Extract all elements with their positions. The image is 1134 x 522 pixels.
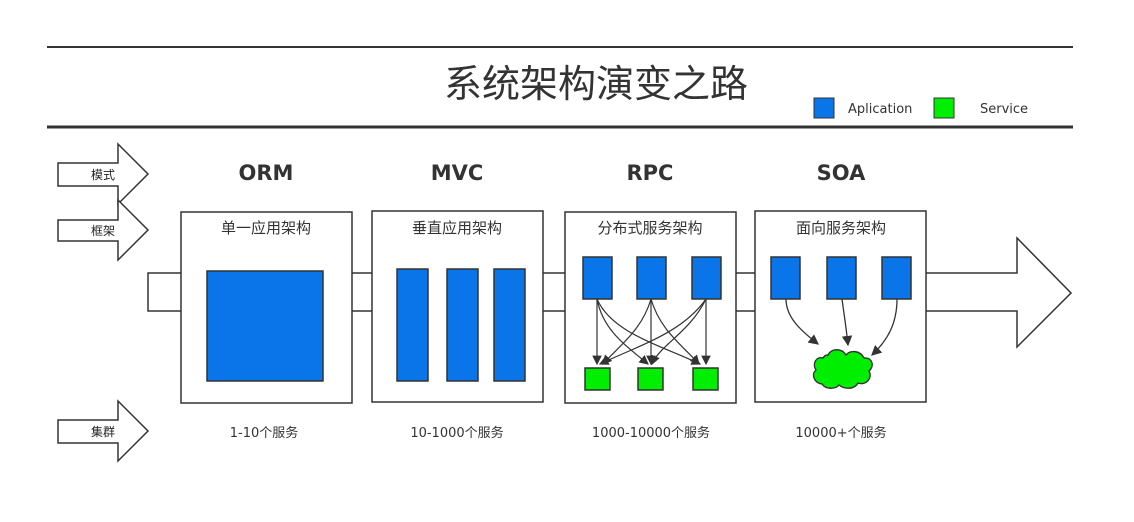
legend-service-swatch [933, 97, 955, 119]
rpc-service-block-2 [637, 367, 664, 391]
rpc-link-2-3 [650, 298, 700, 365]
legend: Aplication Service [813, 97, 1028, 119]
rpc-box-title: 分布式服务架构 [597, 219, 702, 237]
soa-link-1 [785, 298, 820, 345]
mvc-application-block-2 [446, 268, 479, 382]
orm-service-count: 1-10个服务 [230, 425, 299, 441]
soa-connectors [785, 298, 898, 356]
mvc-box-title: 垂直应用架构 [412, 219, 502, 237]
mode-label: 模式 [91, 168, 115, 182]
rpc-application-block-2 [636, 256, 667, 300]
rpc-application-block-3 [691, 256, 722, 300]
legend-service-label: Service [980, 102, 1028, 117]
soa-application-block-2 [826, 256, 857, 300]
left-cluster-arrow: 集群 [57, 399, 150, 463]
soa-link-3 [871, 298, 898, 356]
soa-service-count: 10000+个服务 [795, 425, 886, 441]
mvc-service-count: 10-1000个服务 [410, 425, 503, 441]
stage-orm-label: ORM [239, 161, 294, 185]
soa-application-block-1 [770, 256, 801, 300]
legend-application-label: Aplication [848, 102, 912, 117]
soa-link-2 [841, 298, 853, 347]
mvc-application-block-3 [493, 268, 526, 382]
rpc-service-count: 1000-10000个服务 [592, 425, 710, 441]
soa-application-block-3 [881, 256, 912, 300]
framework-arrow-shape [57, 198, 150, 262]
rpc-link-3-1 [598, 298, 707, 365]
rpc-connectors [592, 298, 711, 366]
rpc-service-block-3 [692, 367, 719, 391]
soa-box-title: 面向服务架构 [796, 219, 886, 237]
rpc-link-3-2 [650, 298, 707, 366]
left-framework-arrow: 框架 [57, 198, 150, 262]
left-mode-arrow: 模式 [57, 142, 150, 206]
legend-application-swatch [813, 97, 835, 119]
mvc-application-block-1 [396, 268, 429, 382]
cluster-arrow-shape [57, 399, 150, 463]
mode-arrow-shape [57, 142, 150, 206]
soa-service-cloud [812, 349, 873, 389]
rpc-service-block-1 [584, 367, 611, 391]
stage-soa-label: SOA [817, 161, 866, 185]
page-title: 系统架构演变之路 [444, 62, 748, 106]
stage-rpc-label: RPC [627, 161, 674, 185]
rpc-link-1-2 [596, 298, 649, 365]
orm-application-block [206, 270, 324, 382]
orm-box-title: 单一应用架构 [221, 219, 311, 237]
rpc-application-block-1 [582, 256, 613, 300]
rpc-link-1-3 [596, 298, 702, 365]
framework-label: 框架 [91, 224, 115, 238]
stage-mvc-label: MVC [431, 161, 484, 185]
cluster-label: 集群 [91, 424, 115, 439]
